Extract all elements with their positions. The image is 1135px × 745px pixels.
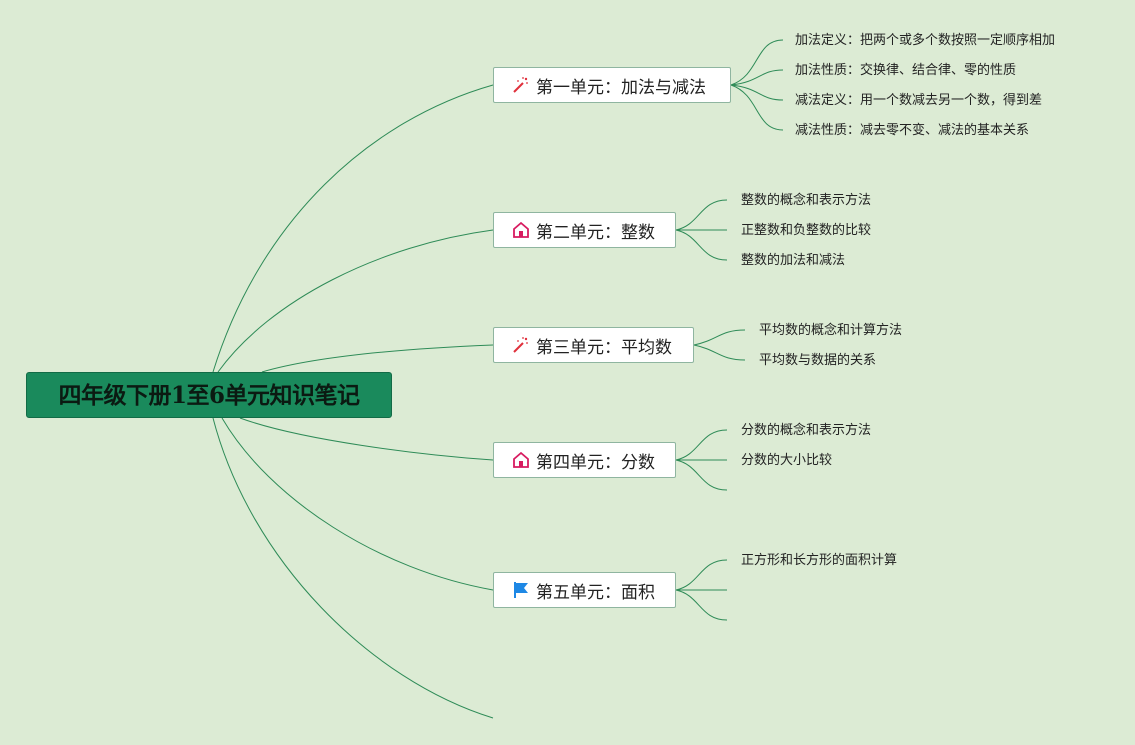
topic-item[interactable]: 减法性质：减去零不变、减法的基本关系 <box>795 123 1030 138</box>
topic-item[interactable]: 整数的概念和表示方法 <box>741 193 872 208</box>
unit-title: 第四单元：分数 <box>536 452 655 473</box>
topic-item[interactable]: 减法定义：用一个数减去另一个数，得到差 <box>795 93 1043 108</box>
connector-root-unit4 <box>239 417 494 461</box>
unit-node-2[interactable]: 第二单元：整数 <box>493 212 676 248</box>
unit-node-1[interactable]: 第一单元：加法与减法 <box>493 67 731 103</box>
unit-title: 第一单元：加法与减法 <box>536 77 706 98</box>
topic-item[interactable]: 分数的概念和表示方法 <box>741 423 872 438</box>
connector-root-unit1 <box>212 84 494 373</box>
magic-wand-icon <box>511 75 531 95</box>
topic-item[interactable]: 平均数的概念和计算方法 <box>759 323 903 338</box>
topic-item[interactable]: 加法定义：把两个或多个数按照一定顺序相加 <box>795 33 1056 48</box>
unit-title: 第二单元：整数 <box>536 222 655 243</box>
home-icon <box>511 450 531 470</box>
connector-root-unit3 <box>261 344 494 373</box>
flag-icon <box>511 580 531 600</box>
connector-root-unit6 <box>212 417 494 719</box>
root-topic[interactable]: 四年级下册1至6单元知识笔记 <box>26 372 392 418</box>
home-icon <box>511 220 531 240</box>
unit-node-5[interactable]: 第五单元：面积 <box>493 572 676 608</box>
unit-node-3[interactable]: 第三单元：平均数 <box>493 327 694 363</box>
unit-node-4[interactable]: 第四单元：分数 <box>493 442 676 478</box>
topic-item[interactable]: 正整数和负整数的比较 <box>741 223 872 238</box>
connector-root-unit5 <box>221 417 494 591</box>
magic-wand-icon <box>511 335 531 355</box>
topic-item[interactable]: 整数的加法和减法 <box>741 253 846 268</box>
connector-root-unit2 <box>217 229 494 373</box>
topic-item[interactable]: 加法性质：交换律、结合律、零的性质 <box>795 63 1017 78</box>
unit-title: 第五单元：面积 <box>536 582 655 603</box>
unit-title: 第三单元：平均数 <box>536 337 672 358</box>
topic-item[interactable]: 分数的大小比较 <box>741 453 833 468</box>
topic-item[interactable]: 正方形和长方形的面积计算 <box>741 553 898 568</box>
topic-item[interactable]: 平均数与数据的关系 <box>759 353 877 368</box>
